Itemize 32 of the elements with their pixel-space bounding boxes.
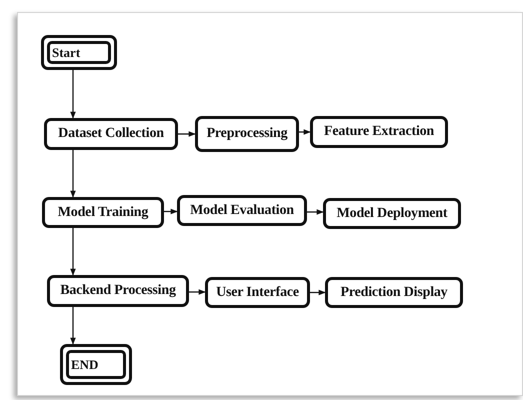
arrow [299, 129, 311, 135]
arrow [189, 289, 206, 295]
process-label: Feature Extraction [324, 125, 434, 139]
arrow [70, 228, 76, 276]
process-label: Dataset Collection [58, 127, 164, 141]
process-box [205, 277, 310, 308]
process-label: Model Training [58, 206, 148, 220]
process-box [42, 197, 164, 228]
process-label: Prediction Display [340, 286, 448, 300]
process-box [310, 116, 448, 148]
arrow [310, 290, 326, 296]
process-label: Model Deployment [336, 206, 448, 220]
process-box [323, 198, 461, 229]
process-box [177, 195, 307, 226]
process-box [325, 277, 463, 308]
process-label: User Interface [216, 286, 299, 300]
terminal-label: END [66, 350, 126, 379]
arrow [164, 208, 178, 214]
arrow [70, 307, 76, 345]
terminal-box [41, 35, 117, 70]
arrow [70, 70, 76, 119]
process-box [195, 116, 299, 152]
terminal-label: Start [47, 41, 111, 64]
terminal-box [60, 344, 132, 385]
process-box [44, 118, 178, 150]
process-label: Preprocessing [206, 127, 288, 141]
arrow [307, 209, 324, 215]
process-box [47, 275, 189, 307]
process-label: Backend Processing [60, 284, 176, 298]
arrow [178, 131, 196, 137]
process-label: Model Evaluation [190, 204, 294, 218]
arrow [70, 150, 76, 198]
